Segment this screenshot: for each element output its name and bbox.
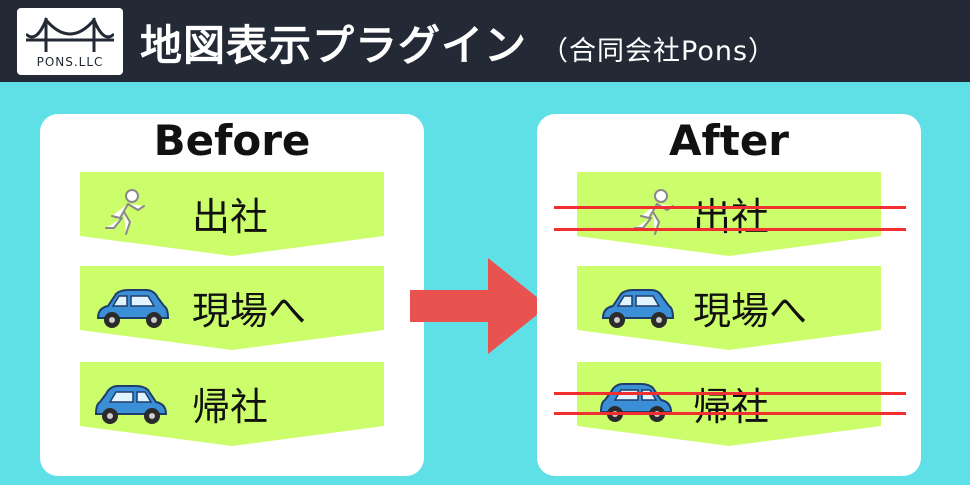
pons-logo: PONS.LLC <box>17 8 123 75</box>
before-heading: Before <box>153 116 311 165</box>
strike-line <box>554 392 906 395</box>
title-text: 地図表示プラグイン <box>140 21 528 70</box>
header-bar: PONS.LLC 地図表示プラグイン （合同会社Pons） <box>0 0 970 82</box>
before-step-site: 現場へ <box>80 266 384 350</box>
page-title: 地図表示プラグイン （合同会社Pons） <box>140 12 776 73</box>
before-panel: Before 出社 現場へ <box>40 114 424 476</box>
step-label: 現場へ <box>693 289 808 333</box>
car-icon <box>599 383 673 422</box>
after-step-site: 現場へ <box>577 266 881 350</box>
bridge-icon <box>26 17 114 52</box>
after-step-return: 帰社 <box>577 362 881 446</box>
logo-text: PONS.LLC <box>36 55 104 69</box>
after-heading: After <box>668 116 790 165</box>
before-step-return: 帰社 <box>80 362 384 446</box>
strike-line <box>554 228 906 231</box>
step-label: 出社 <box>693 195 770 239</box>
after-step-commute: 出社 <box>577 172 881 256</box>
step-label: 帰社 <box>192 385 269 429</box>
running-person-icon <box>105 189 145 235</box>
step-label: 現場へ <box>192 289 307 333</box>
step-label: 帰社 <box>693 385 770 429</box>
car-icon <box>94 385 168 424</box>
after-panel: After 出社 現場へ <box>537 114 921 476</box>
arrow-right-icon <box>410 258 548 354</box>
car-icon <box>96 289 170 328</box>
strike-line <box>554 412 906 415</box>
step-label: 出社 <box>192 195 269 239</box>
strike-line <box>554 206 906 209</box>
car-icon <box>601 289 675 328</box>
title-company: （合同会社Pons） <box>541 36 777 67</box>
before-step-commute: 出社 <box>80 172 384 256</box>
